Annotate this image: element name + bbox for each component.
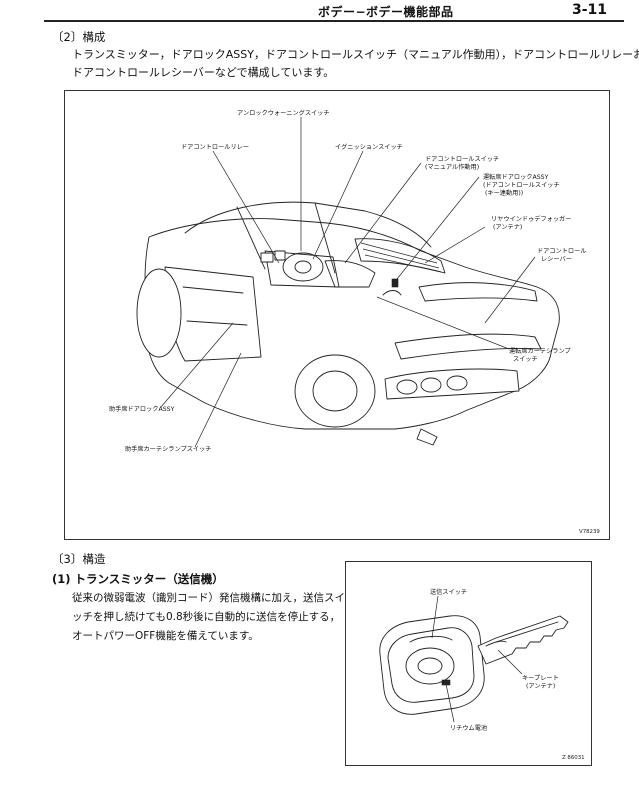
section3-body-line2: ッチを押し続けても0.8秒後に自動的に送信を停止する， bbox=[72, 611, 341, 623]
label-door-control-switch-2: (マニュアル作動用) bbox=[425, 163, 479, 171]
label-passenger-courtesy: 助手席カーテシランプスイッチ bbox=[125, 445, 211, 453]
label-rear-defogger-1: リヤウインドゥデフォッガー bbox=[491, 215, 571, 223]
label-passenger-door-lock: 助手席ドアロックASSY bbox=[109, 405, 175, 413]
section2-body-line2: ドアコントロールレシーバーなどで構成しています。 bbox=[72, 66, 335, 79]
car-illustration: アンロックウォーニングスイッチ ドアコントロールリレー イグニッションスイッチ … bbox=[109, 109, 600, 535]
section2-body-line1: トランスミッター，ドアロックASSY，ドアコントロールスイッチ（マニュアル作動用… bbox=[72, 48, 639, 61]
label-door-control-switch-1: ドアコントロールスイッチ bbox=[425, 156, 499, 163]
label-rear-defogger-2: (アンテナ) bbox=[493, 224, 522, 231]
figure1-code: V78239 bbox=[579, 529, 600, 535]
label-key-plate-2: (アンテナ) bbox=[526, 683, 555, 690]
label-driver-door-lock-1: 運転席ドアロックASSY bbox=[483, 173, 549, 181]
label-ignition-switch: イグニッションスイッチ bbox=[335, 143, 403, 151]
label-driver-courtesy-1: 運転席カーテシランプ bbox=[509, 347, 572, 355]
label-unlock-warning-switch: アンロックウォーニングスイッチ bbox=[237, 109, 330, 117]
label-receiver-2: レシーバー bbox=[541, 256, 572, 263]
figure-transmitter: 送信スイッチ キープレート (アンテナ) リチウム電池 Z 86031 bbox=[345, 561, 592, 766]
header-rule bbox=[44, 20, 624, 22]
label-door-control-relay: ドアコントロールリレー bbox=[181, 144, 249, 151]
section2-heading: 〔2〕構成 bbox=[52, 30, 106, 44]
transmitter-illustration: 送信スイッチ キープレート (アンテナ) リチウム電池 Z 86031 bbox=[379, 588, 585, 761]
section3-body-line3: オートパワーOFF機能を備えています。 bbox=[72, 630, 259, 642]
section3-body-line1: 従来の微弱電波（識別コード）発信機構に加え，送信スイ bbox=[72, 592, 345, 604]
label-lithium-battery: リチウム電池 bbox=[450, 724, 487, 732]
label-transmit-switch: 送信スイッチ bbox=[430, 588, 467, 596]
section3-sub1-heading: (1) トランスミッター（送信機） bbox=[52, 572, 224, 586]
figure-car-components: アンロックウォーニングスイッチ ドアコントロールリレー イグニッションスイッチ … bbox=[64, 90, 610, 540]
page-number: 3-11 bbox=[572, 2, 608, 18]
label-key-plate-1: キープレート bbox=[522, 675, 559, 682]
label-driver-door-lock-2: (ドアコントロールスイッチ bbox=[483, 182, 560, 189]
label-receiver-1: ドアコントロール bbox=[537, 248, 587, 255]
figure2-code: Z 86031 bbox=[562, 755, 585, 761]
label-driver-courtesy-2: スイッチ bbox=[513, 356, 538, 363]
label-driver-door-lock-3: (キー連動用)) bbox=[485, 189, 523, 197]
section3-heading: 〔3〕構造 bbox=[52, 552, 106, 566]
header-title: ボデー−ボデー機能部品 bbox=[318, 5, 454, 19]
